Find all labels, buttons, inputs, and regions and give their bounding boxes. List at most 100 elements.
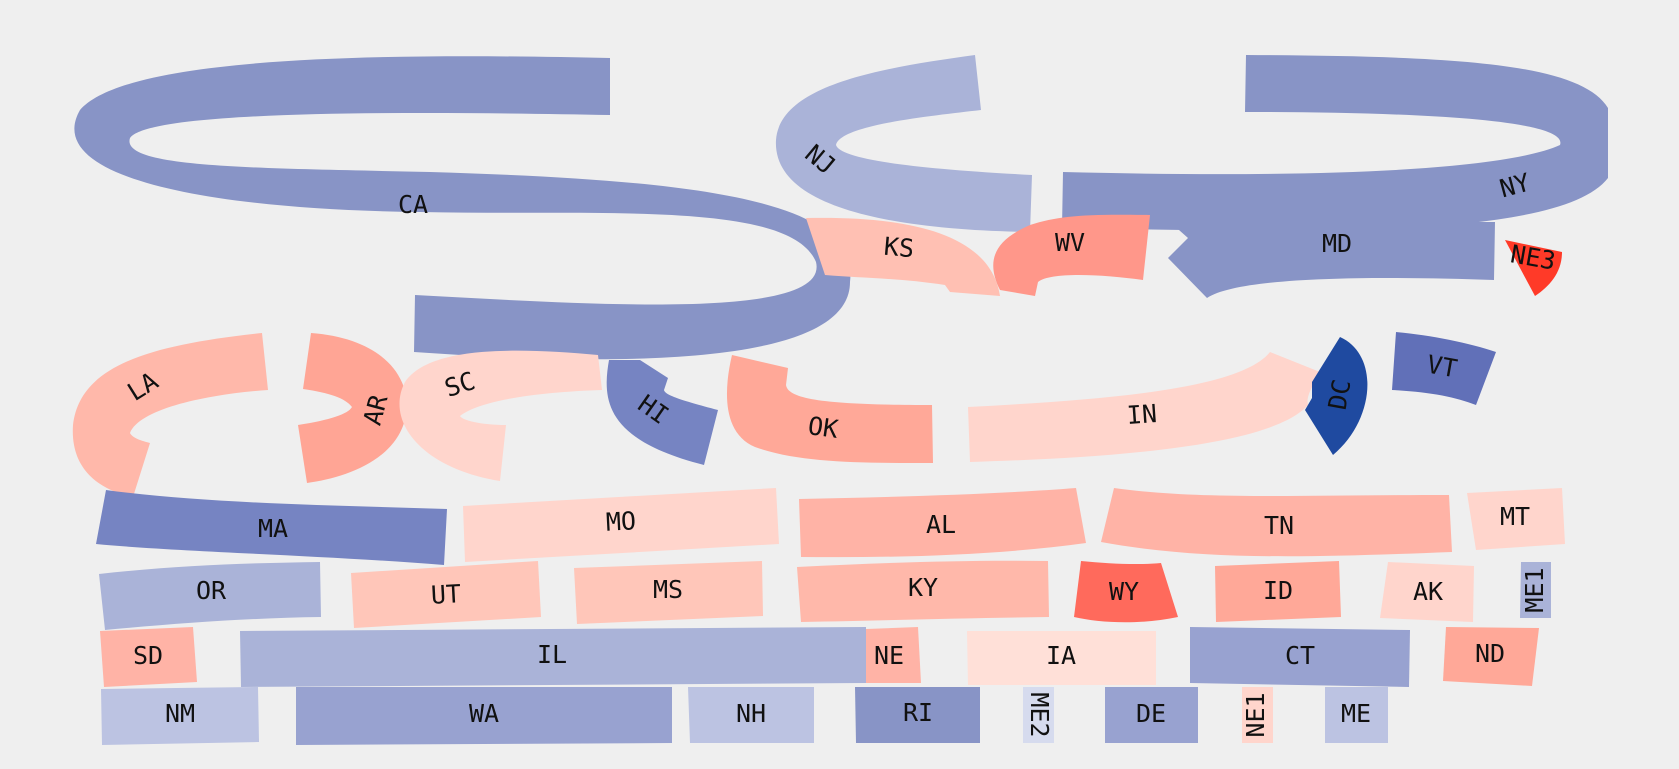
state-ks[interactable]: KS [806, 217, 1000, 296]
state-ky[interactable]: KY [797, 560, 1049, 622]
state-md-shape[interactable] [1168, 222, 1495, 298]
state-dc-shape[interactable] [1305, 337, 1368, 455]
state-nd-shape[interactable] [1443, 627, 1539, 686]
state-label: CA [398, 190, 428, 219]
state-label: IL [537, 640, 567, 669]
state-ne1[interactable]: NE1 [1241, 687, 1273, 743]
state-label: NE1 [1241, 692, 1270, 737]
state-id-shape[interactable] [1215, 561, 1341, 622]
state-ms-shape[interactable] [574, 561, 763, 624]
state-wy[interactable]: WY [1074, 561, 1178, 623]
state-ms[interactable]: MS [574, 561, 763, 624]
state-ne-shape[interactable] [866, 627, 921, 683]
state-md[interactable]: MD [1168, 222, 1495, 298]
state-nh[interactable]: NH [688, 687, 814, 743]
state-ak-shape[interactable] [1380, 562, 1474, 622]
state-ri[interactable]: RI [855, 687, 980, 743]
state-nh-shape[interactable] [688, 687, 814, 743]
state-ne3-shape[interactable] [1505, 240, 1562, 296]
state-tn-shape[interactable] [1101, 488, 1452, 557]
state-label: TN [1264, 511, 1294, 540]
state-label: VT [1425, 350, 1460, 384]
state-sd[interactable]: SD [100, 627, 197, 687]
state-label: NM [165, 699, 195, 728]
state-ar-shape[interactable] [298, 333, 407, 483]
state-or-shape[interactable] [99, 562, 321, 630]
state-label: ME1 [1520, 567, 1549, 612]
state-me[interactable]: ME [1325, 687, 1388, 743]
state-ok[interactable]: OK [726, 355, 933, 463]
state-me-shape[interactable] [1325, 687, 1388, 743]
state-la-shape[interactable] [72, 333, 269, 497]
state-ut[interactable]: UT [351, 561, 541, 628]
state-ct[interactable]: CT [1190, 627, 1410, 687]
state-il-shape[interactable] [240, 627, 866, 687]
state-ut-shape[interactable] [351, 561, 541, 628]
state-or[interactable]: OR [99, 562, 321, 630]
state-in-shape[interactable] [968, 352, 1320, 462]
state-hi-shape[interactable] [606, 360, 718, 465]
state-label: RI [903, 698, 933, 727]
state-wa[interactable]: WA [296, 687, 672, 745]
state-wv[interactable]: WV [993, 214, 1150, 296]
state-label: MO [605, 506, 637, 537]
state-ne[interactable]: NE [866, 627, 921, 683]
state-ar[interactable]: AR [298, 333, 407, 483]
state-ok-shape[interactable] [726, 355, 933, 463]
state-nm-shape[interactable] [101, 687, 259, 745]
state-me2[interactable]: ME2 [1023, 687, 1054, 743]
state-hi[interactable]: HI [606, 360, 718, 465]
state-label: MS [653, 575, 683, 604]
state-label: AL [926, 510, 956, 539]
state-wy-shape[interactable] [1074, 561, 1178, 623]
state-ri-shape[interactable] [855, 687, 980, 743]
state-wa-shape[interactable] [296, 687, 672, 745]
state-wv-shape[interactable] [993, 214, 1150, 296]
state-ny-shape[interactable] [1062, 55, 1608, 231]
state-id[interactable]: ID [1215, 561, 1341, 622]
state-ma[interactable]: MA [96, 490, 447, 565]
state-de-shape[interactable] [1105, 687, 1198, 743]
state-in[interactable]: IN [968, 352, 1320, 462]
state-ca[interactable]: CA [74, 56, 851, 360]
state-ca-shape[interactable] [74, 56, 851, 360]
state-me1-shape[interactable] [1520, 562, 1551, 618]
state-label: OK [806, 411, 840, 444]
state-mt[interactable]: MT [1467, 488, 1565, 550]
state-label: OR [196, 576, 227, 605]
state-me2-shape[interactable] [1023, 687, 1054, 743]
state-al[interactable]: AL [799, 488, 1086, 558]
state-ct-shape[interactable] [1190, 627, 1410, 687]
state-al-shape[interactable] [799, 488, 1086, 558]
state-ia[interactable]: IA [967, 631, 1156, 685]
state-tn[interactable]: TN [1101, 488, 1452, 557]
state-ky-shape[interactable] [797, 560, 1049, 622]
state-mo-shape[interactable] [463, 488, 779, 562]
state-label: MD [1322, 229, 1352, 258]
state-ne1-shape[interactable] [1242, 687, 1273, 743]
state-nm[interactable]: NM [101, 687, 259, 745]
state-la[interactable]: LA [72, 333, 269, 497]
state-label: AK [1413, 577, 1443, 606]
state-me1[interactable]: ME1 [1520, 562, 1551, 618]
state-dc[interactable]: DC [1305, 337, 1368, 455]
state-sc[interactable]: SC [399, 350, 602, 481]
state-mt-shape[interactable] [1467, 488, 1565, 550]
state-ak[interactable]: AK [1380, 562, 1474, 622]
state-mo[interactable]: MO [463, 488, 779, 562]
state-vt-shape[interactable] [1392, 332, 1496, 405]
state-il[interactable]: IL [240, 627, 866, 687]
state-ma-shape[interactable] [96, 490, 447, 565]
state-ny[interactable]: NY [1062, 55, 1608, 231]
state-nd[interactable]: ND [1443, 627, 1539, 686]
state-nj[interactable]: NJ [775, 55, 1032, 232]
state-de[interactable]: DE [1105, 687, 1198, 743]
state-sd-shape[interactable] [100, 627, 197, 687]
state-label: WV [1055, 228, 1085, 257]
state-ia-shape[interactable] [967, 631, 1156, 685]
state-ks-shape[interactable] [806, 217, 1000, 296]
state-vt[interactable]: VT [1392, 332, 1496, 405]
state-nj-shape[interactable] [775, 55, 1032, 232]
state-sc-shape[interactable] [399, 350, 602, 481]
